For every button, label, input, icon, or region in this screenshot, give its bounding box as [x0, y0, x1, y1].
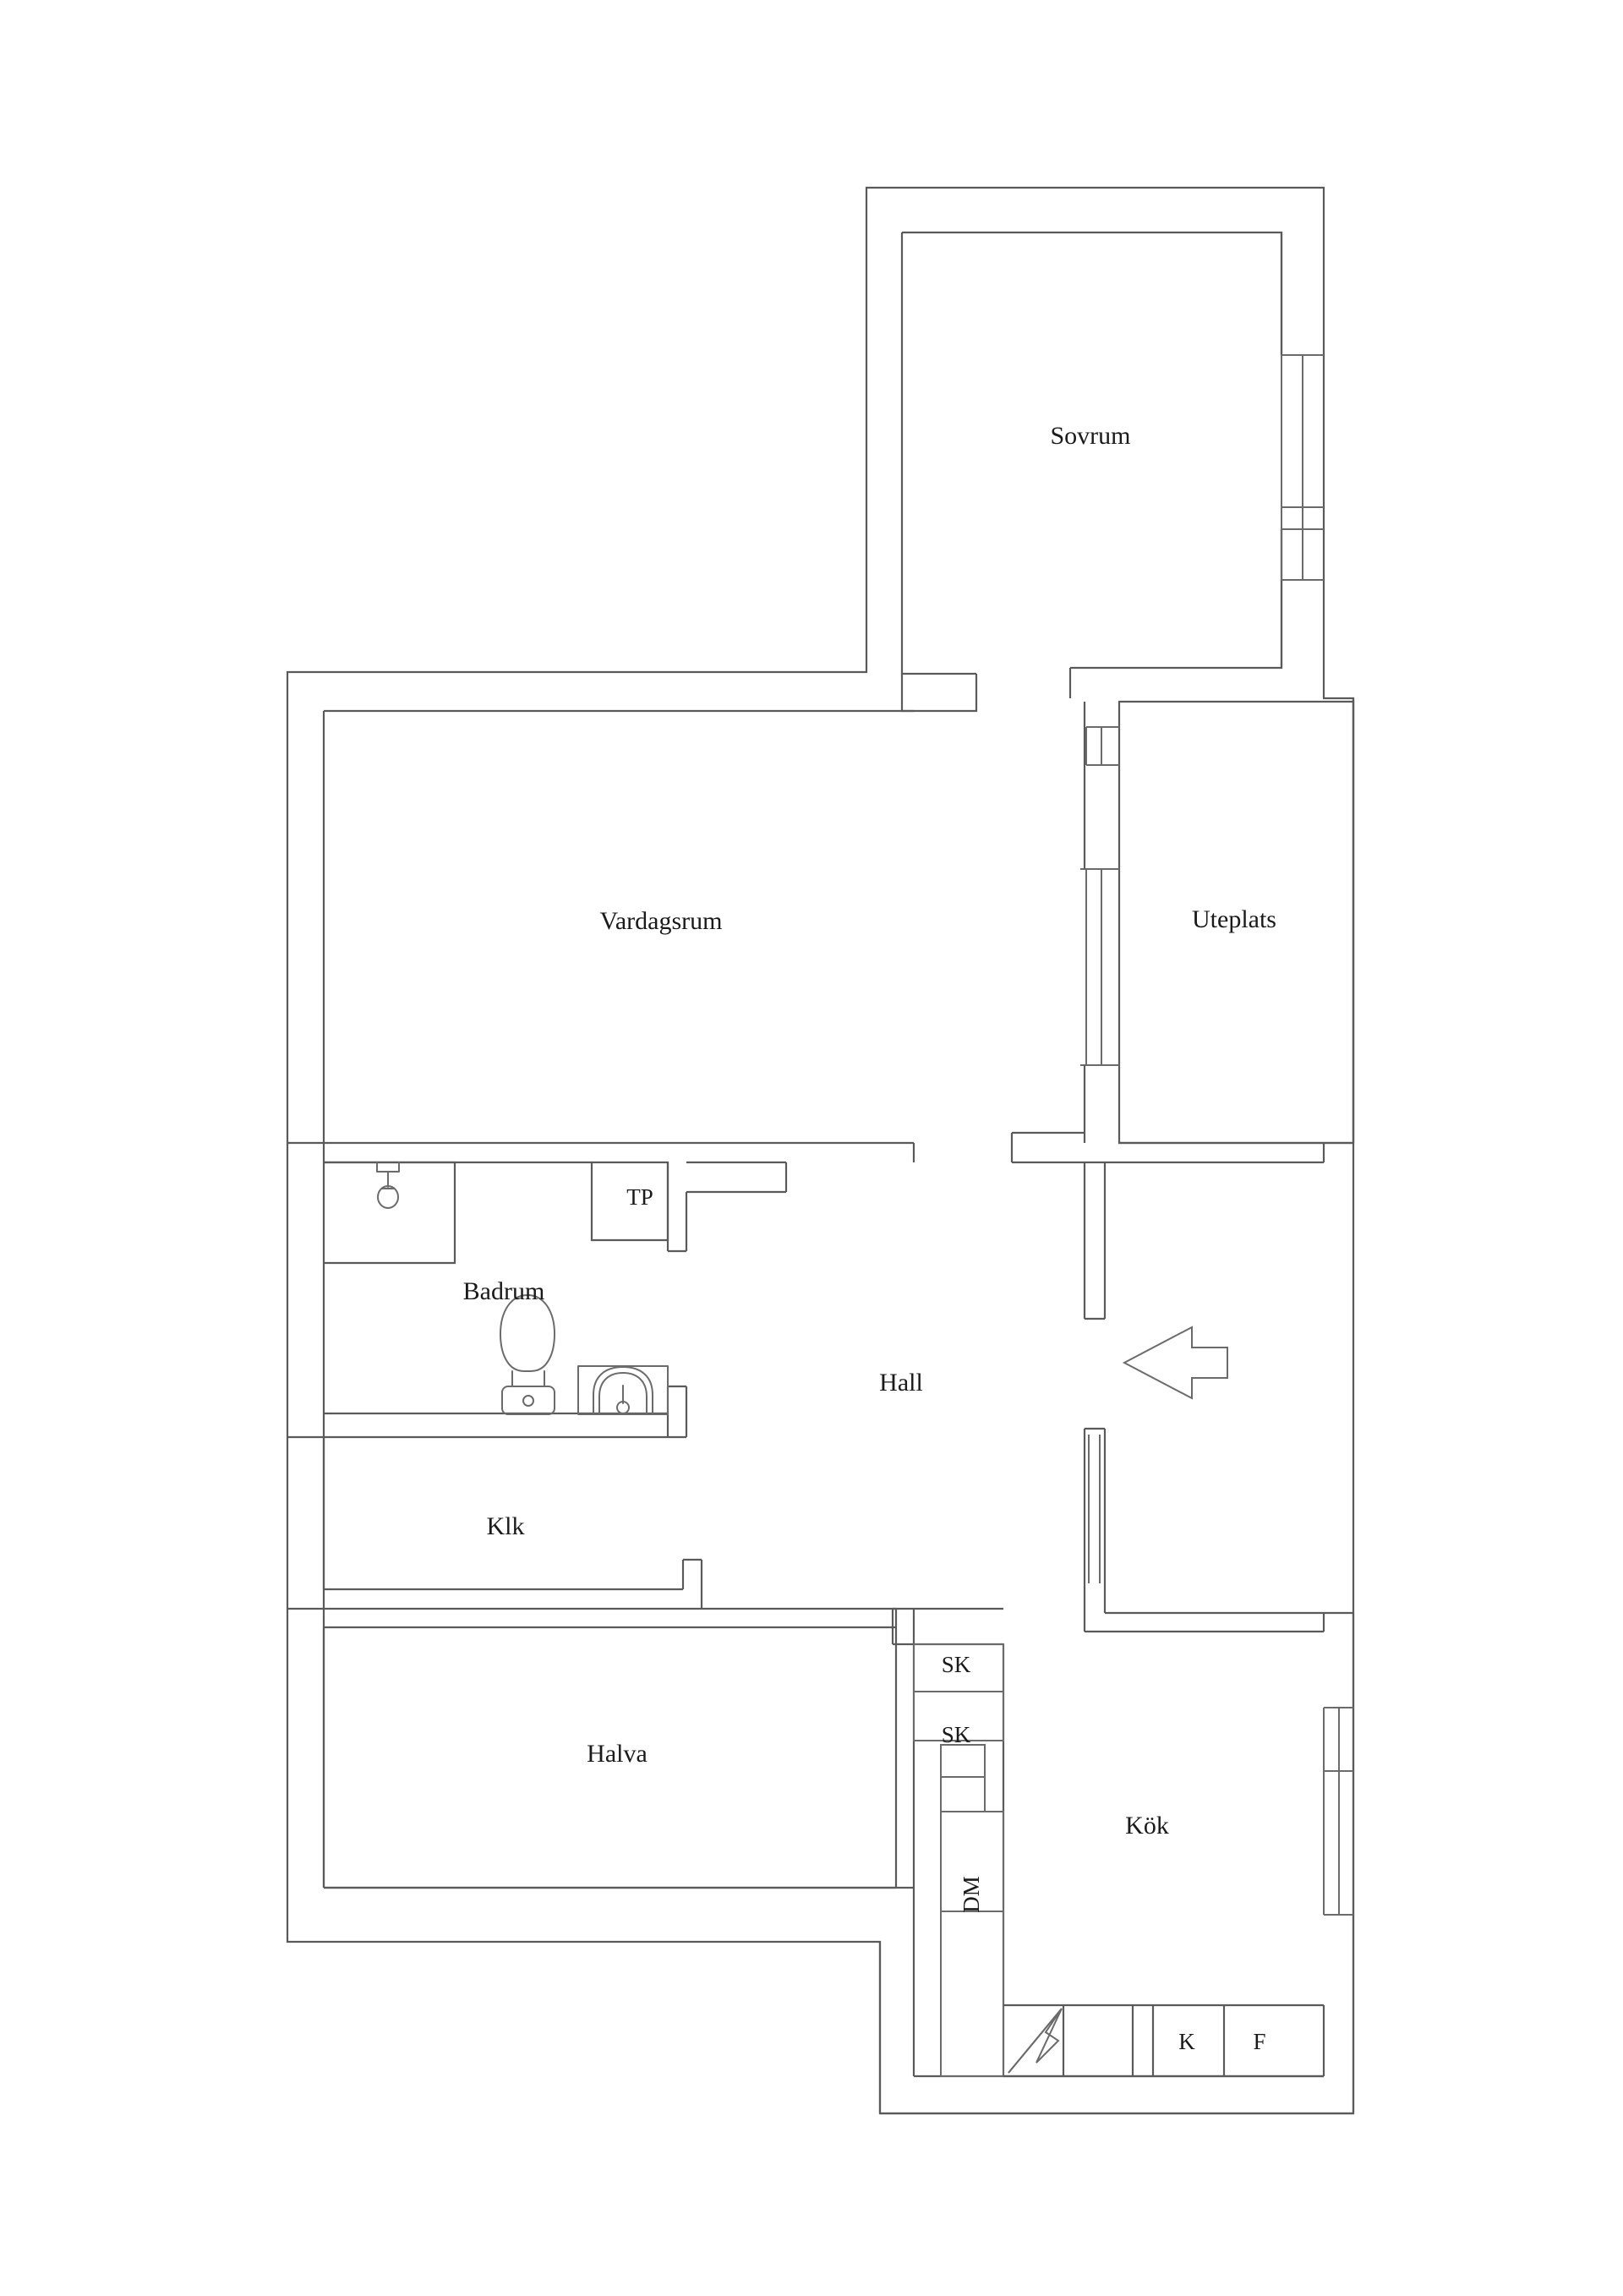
kitchen-drawer-2	[940, 1776, 986, 1812]
toilet-icon	[500, 1294, 555, 1415]
room-labels: Sovrum Uteplats Vardagsrum Badrum Hall K…	[463, 422, 1276, 1840]
window-kok-upper	[1323, 1707, 1353, 1772]
shower-head-icon	[376, 1162, 400, 1209]
electric-stove-icon	[1008, 2008, 1063, 2074]
entrance-arrow-icon	[1122, 1326, 1228, 1400]
room-label-sovrum: Sovrum	[1050, 422, 1130, 450]
vardagsrum-badrum-wall	[287, 1141, 915, 1253]
appliance-label-sk-1: SK	[942, 1652, 971, 1677]
kitchen-cabinet-sk-2	[913, 1691, 1004, 1741]
appliance-label-tp: TP	[626, 1184, 653, 1210]
appliance-label-sk-2: SK	[942, 1722, 971, 1747]
room-label-hall: Hall	[879, 1369, 923, 1397]
kitchen-bottom-run	[1003, 2004, 1325, 2078]
exterior-walls	[286, 186, 1355, 2115]
appliance-labels: TP SK SK DM K F	[626, 1184, 1265, 2054]
appliance-label-dm: DM	[959, 1876, 984, 1913]
room-label-badrum: Badrum	[463, 1277, 545, 1305]
window-kok-lower	[1323, 1771, 1353, 1916]
room-halva	[322, 1607, 898, 1889]
room-kok	[878, 1607, 1355, 2115]
room-label-uteplats: Uteplats	[1192, 905, 1276, 933]
door-uteplats-upper	[1085, 726, 1119, 766]
washbasin-icon	[577, 1365, 669, 1415]
room-label-klk: Klk	[487, 1512, 525, 1540]
room-label-kok: Kök	[1125, 1812, 1169, 1840]
kitchen-drawer-1	[940, 1744, 986, 1778]
room-label-vardagsrum: Vardagsrum	[600, 907, 723, 935]
kitchen-counter-left	[940, 1911, 1004, 2077]
room-label-halva: Halva	[587, 1740, 648, 1768]
appliance-label-k: K	[1178, 2029, 1195, 2054]
room-klk	[287, 1437, 795, 1610]
room-sovrum	[900, 232, 1283, 713]
window-sovrum-upper	[1281, 354, 1324, 508]
window-sovrum-lower	[1281, 507, 1324, 581]
hall-walls	[1010, 702, 1353, 1633]
appliance-label-f: F	[1253, 2029, 1265, 2054]
door-uteplats-lower	[1080, 868, 1119, 1066]
